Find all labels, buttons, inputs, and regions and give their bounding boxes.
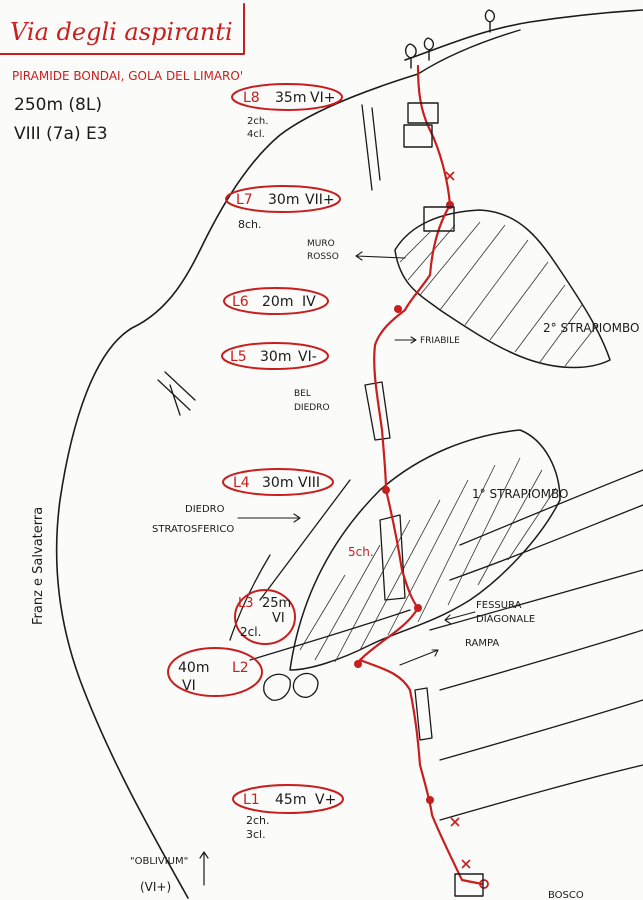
label-friabile: FRIABILE [420, 336, 460, 346]
label-bosco: BOSCO [548, 890, 584, 900]
boulders [263, 672, 319, 701]
label-fessura: FESSURA [476, 600, 522, 611]
pitch-length: 25m [262, 596, 291, 611]
pitch-grade: VI [182, 678, 196, 694]
pitch-grade: VI- [298, 349, 317, 365]
arrow-icon [394, 336, 417, 344]
pitch-grade: VI [272, 611, 285, 626]
pitch-length: 35m [275, 90, 306, 106]
pitch-length: 40m [178, 660, 209, 676]
pitch-length: 30m [268, 192, 299, 208]
label-bel: BEL [294, 389, 311, 399]
pitch-L1: L1 45m V+ 2ch. 3cl. [243, 792, 336, 841]
wall-outline [55, 9, 643, 899]
arrow-icon [355, 251, 406, 261]
route-grade: VIII (7a) E3 [14, 124, 108, 144]
route-length: 250m (8L) [14, 95, 102, 115]
pitch-note: 2ch. [246, 814, 270, 827]
rock-bands [249, 469, 643, 821]
pitch-note: 2ch. [247, 116, 268, 127]
route-line [358, 64, 484, 886]
title-block: Via degli aspiranti [0, 3, 245, 55]
arrow-icon [444, 611, 476, 625]
label-muro: MURO [307, 239, 335, 249]
label-diedro: DIEDRO [294, 403, 330, 413]
label-diedro-strato-1: DIEDRO [185, 504, 225, 515]
pitch-id: L7 [236, 192, 253, 208]
pitch-L7: L7 30m VII+ 8ch. [236, 192, 335, 231]
pitch-note: 3cl. [246, 828, 266, 841]
label-first-overhang: 1° STRAPIOMBO [472, 487, 569, 501]
second-overhang [394, 209, 611, 369]
pitch-grade: IV [302, 294, 316, 310]
arrow-up-icon [199, 851, 209, 886]
label-oblivium-grade: (VI+) [140, 880, 171, 894]
pitch-length: 45m [275, 792, 306, 808]
arrow-icon [399, 649, 439, 666]
pitch-L8: L8 35m VI+ 2ch. 4cl. [243, 90, 335, 140]
label-diedro-strato-2: STRATOSFERICO [152, 524, 234, 535]
pitch-grade: V+ [315, 792, 336, 808]
bolt-marks [445, 171, 471, 869]
route-title: Via degli aspiranti [10, 18, 233, 46]
pitch-L4: L4 30m VIII [233, 475, 320, 491]
tree-icon [404, 9, 496, 69]
label-diagonale: DIAGONALE [476, 614, 535, 625]
pitch-L2: 40m L2 VI [178, 660, 249, 694]
pitch-ovals [167, 83, 344, 814]
pitch-length: 30m [262, 475, 293, 491]
label-rampa: RAMPA [465, 638, 499, 649]
pitch-grade: VI+ [310, 90, 335, 106]
label-five-ch: 5ch. [348, 545, 374, 559]
pitch-length: 30m [260, 349, 291, 365]
pitch-id: L2 [232, 660, 249, 676]
pitch-grade: VIII [298, 475, 320, 491]
pitch-L3: L3 25m VI 2cl. [238, 596, 291, 639]
label-second-overhang: 2° STRAPIOMBO [543, 321, 640, 335]
pitch-id: L3 [238, 596, 254, 611]
pitch-note: 4cl. [247, 129, 265, 140]
pitch-id: L8 [243, 90, 260, 106]
pitch-L5: L5 30m VI- [230, 349, 317, 365]
arrow-icon [237, 513, 301, 523]
first-overhang [289, 429, 561, 671]
pitch-id: L6 [232, 294, 249, 310]
label-rosso: ROSSO [307, 252, 339, 262]
pitch-id: L5 [230, 349, 247, 365]
belay-stations [354, 201, 489, 889]
pitch-grade: VII+ [305, 192, 335, 208]
pitch-note: 8ch. [238, 218, 262, 231]
anchor-boxes [403, 102, 484, 897]
label-side: Franz e Salvaterra [31, 507, 46, 625]
pitch-id: L1 [243, 792, 260, 808]
pitch-length: 20m [262, 294, 293, 310]
pitch-id: L4 [233, 475, 250, 491]
label-oblivium: "OBLIVIUM" [130, 856, 188, 867]
route-location: PIRAMIDE BONDAI, GOLA DEL LIMARO' [12, 69, 243, 83]
pitch-L6: L6 20m IV [232, 294, 316, 310]
pitch-note: 2cl. [240, 625, 261, 639]
